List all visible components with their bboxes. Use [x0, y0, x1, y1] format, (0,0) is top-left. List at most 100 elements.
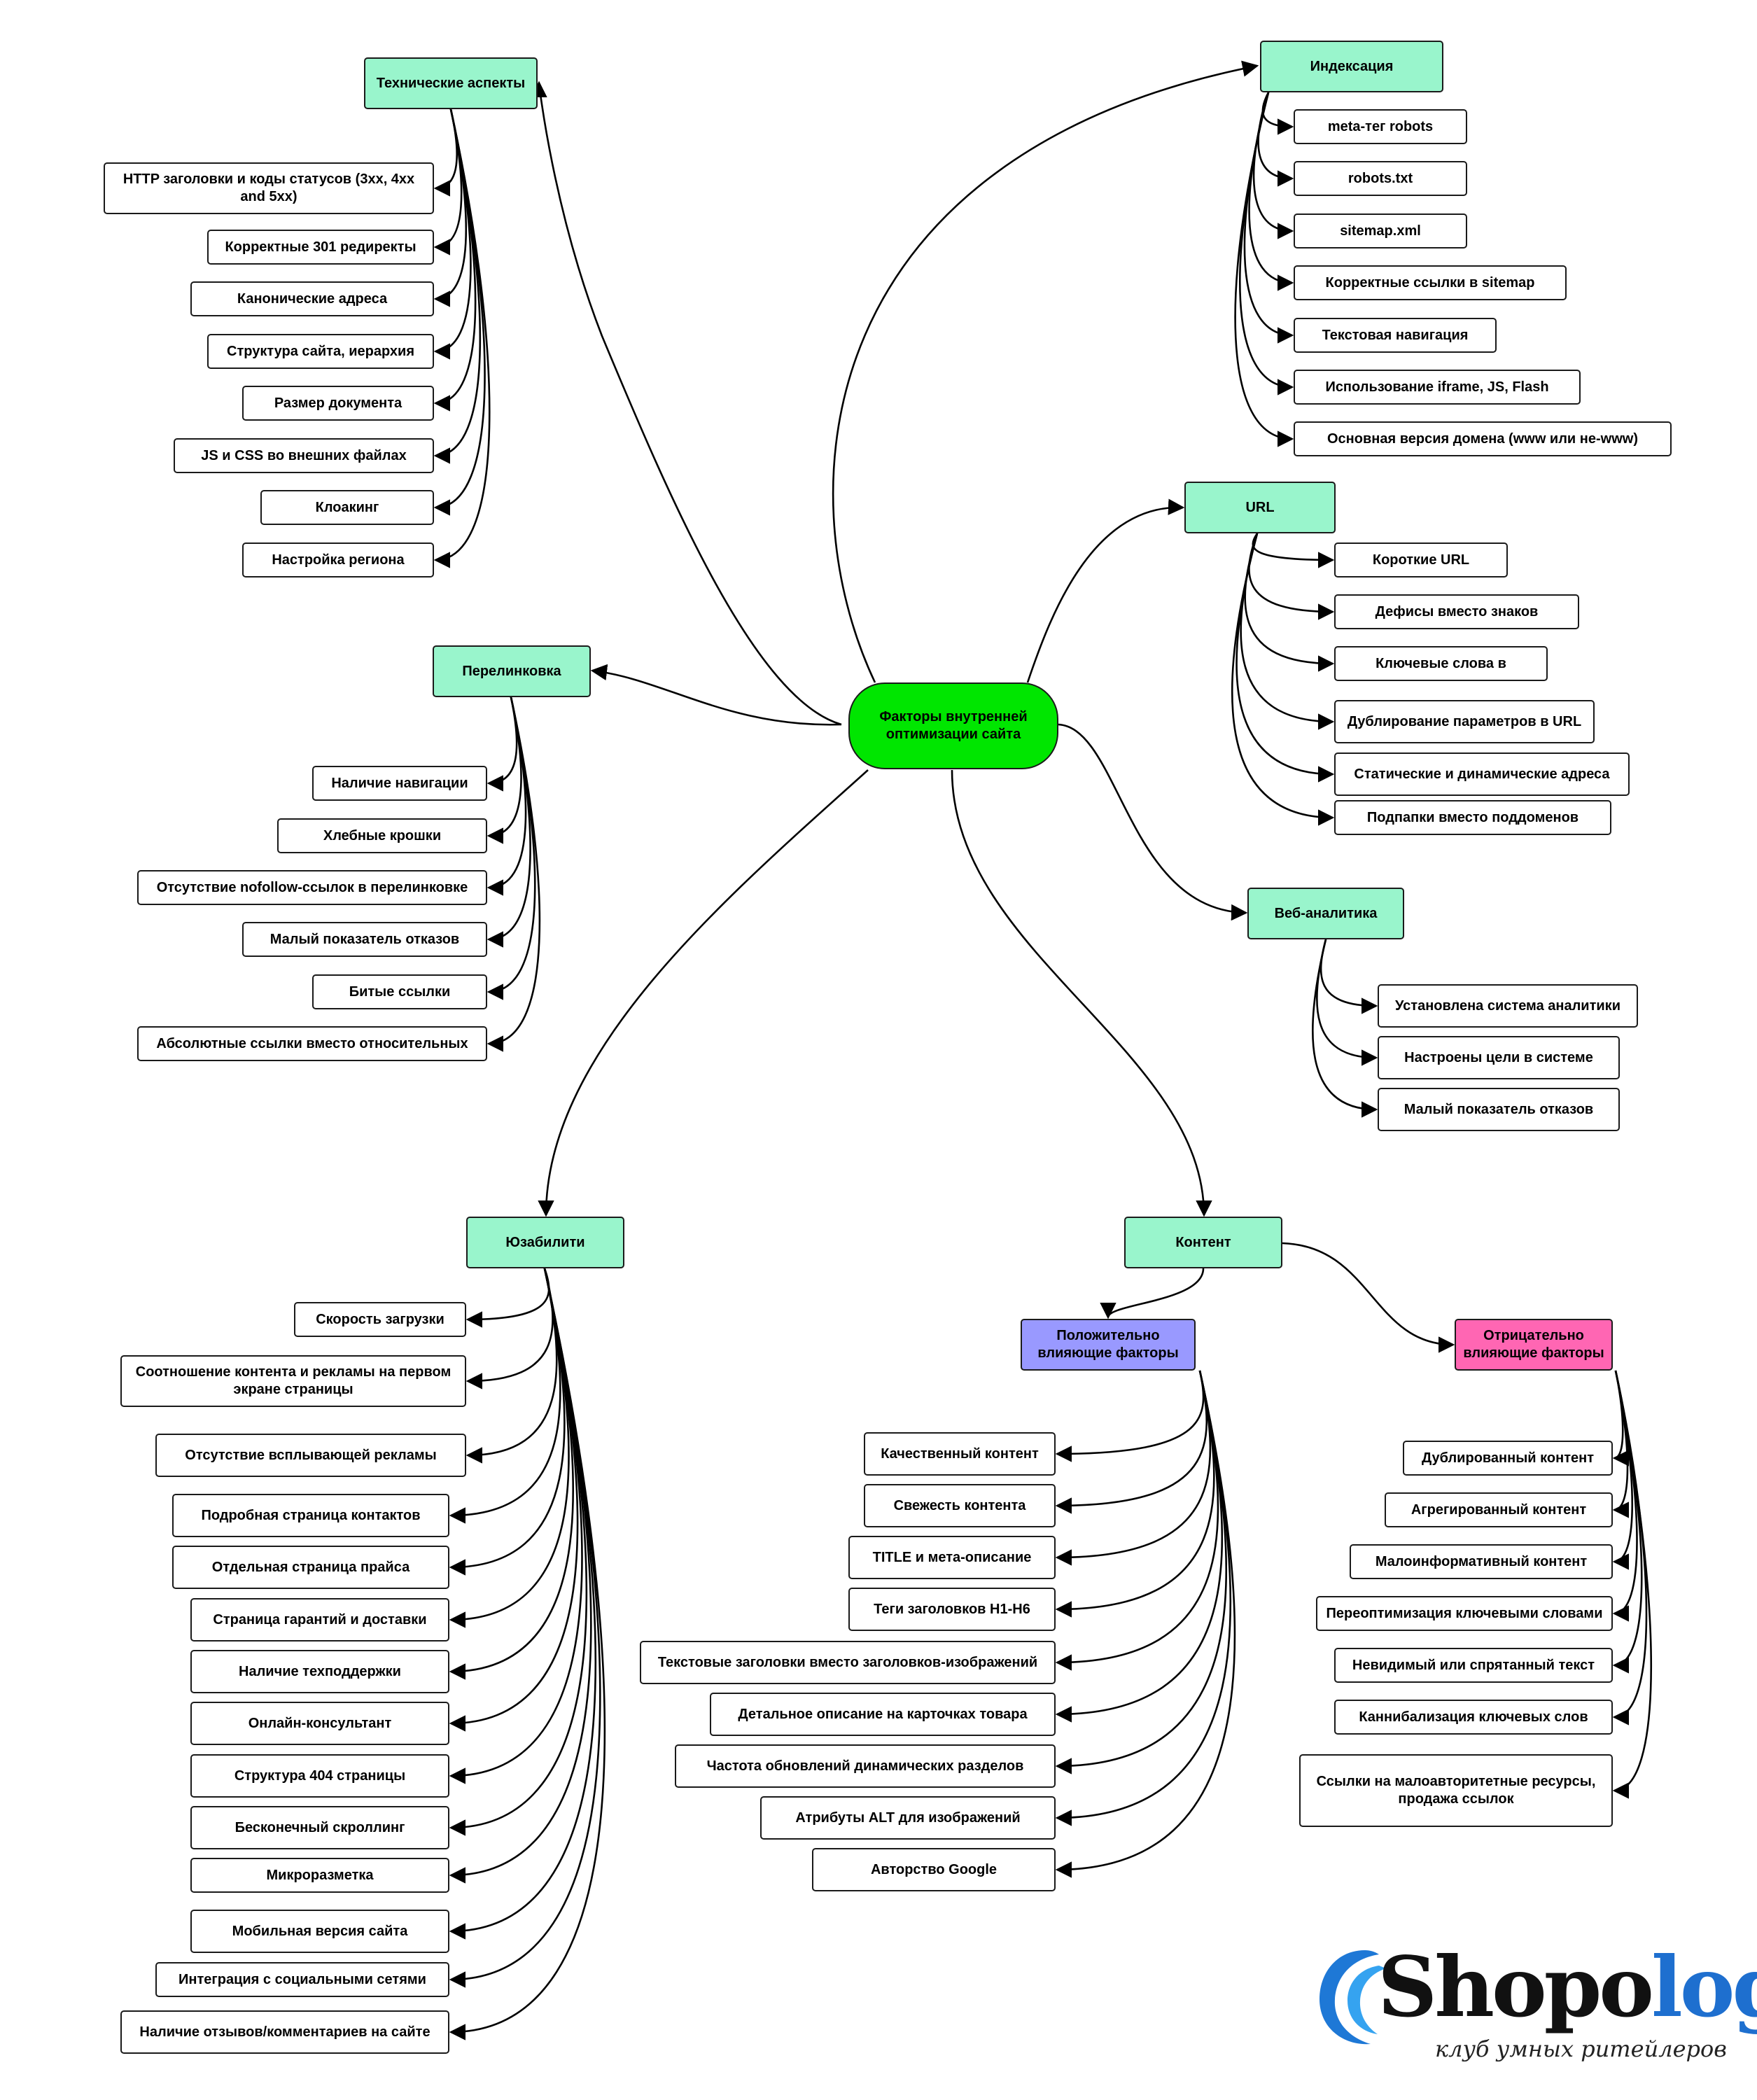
usability-item: Микроразметка	[190, 1858, 449, 1893]
connector-arrow	[1248, 533, 1335, 620]
positive-item: Качественный контент	[864, 1432, 1056, 1476]
linking-item: Малый показатель отказов	[242, 922, 487, 957]
linking-item: Хлебные крошки	[277, 818, 487, 853]
branch-positive: Положительно влияющие факторы	[1021, 1319, 1196, 1371]
negative-item: Дублированный контент	[1403, 1441, 1613, 1476]
technical-item: JS и CSS во внешних файлах	[174, 438, 434, 473]
connector-arrow	[1058, 723, 1248, 921]
connector-arrow	[433, 108, 491, 568]
negative-item: Ссылки на малоавторитетные ресурсы, прод…	[1299, 1754, 1613, 1827]
root-node: Факторы внутренней оптимизации сайта	[848, 682, 1058, 769]
linking-item: Битые ссылки	[312, 974, 487, 1009]
connector-arrow	[1055, 1370, 1212, 1566]
connector-arrow	[486, 696, 531, 948]
analytics-item: Малый показатель отказов	[1378, 1088, 1620, 1131]
usability-item: Соотношение контента и рекламы на первом…	[120, 1355, 466, 1407]
usability-item: Мобильная версия сайта	[190, 1910, 449, 1953]
branch-analytics: Веб-аналитика	[1247, 888, 1404, 939]
usability-item: Бесконечный скроллинг	[190, 1806, 449, 1849]
branch-technical: Технические аспекты	[364, 57, 538, 109]
url-item: Дублирование параметров в URL	[1334, 700, 1595, 743]
negative-item: Агрегированный контент	[1385, 1492, 1613, 1527]
connector-arrow	[1612, 1370, 1634, 1570]
connector-arrow	[1055, 1370, 1228, 1774]
connector-arrow	[1612, 1370, 1653, 1799]
url-item: Короткие URL	[1334, 542, 1508, 578]
logo-wordmark: Shopolog	[1378, 1938, 1757, 2036]
connector-arrow	[1236, 533, 1335, 783]
linking-item: Отсутствие nofollow-ссылок в перелинковк…	[137, 870, 487, 905]
usability-item: Скорость загрузки	[294, 1302, 466, 1337]
url-item: Статические и динамические адреса	[1334, 752, 1630, 796]
url-item: Подпапки вместо поддоменов	[1334, 800, 1611, 835]
indexing-item: Использование iframe, JS, Flash	[1294, 370, 1581, 405]
connector-arrow	[1320, 939, 1378, 1014]
positive-item: Детальное описание на карточках товара	[710, 1693, 1056, 1736]
connector-arrow	[1311, 939, 1378, 1118]
connector-arrow	[433, 108, 463, 255]
branch-indexing: Индексация	[1260, 41, 1443, 92]
connector-arrow	[1252, 92, 1294, 239]
usability-item: Интеграция с социальными сетями	[155, 1962, 449, 1997]
linking-item: Наличие навигации	[312, 766, 487, 801]
connector-arrow	[1238, 92, 1294, 396]
negative-item: Каннибализация ключевых слов	[1334, 1700, 1613, 1735]
technical-item: HTTP заголовки и коды статусов (3xx, 4xx…	[104, 162, 434, 214]
linking-item: Абсолютные ссылки вместо относительных	[137, 1026, 487, 1061]
connector-arrow	[1234, 92, 1294, 447]
technical-item: Клоакинг	[260, 490, 434, 525]
usability-item: Отдельная страница прайса	[172, 1546, 449, 1589]
logo-tagline: клуб умных ритейлеров	[1435, 2036, 1727, 2062]
positive-item: Авторство Google	[812, 1848, 1056, 1891]
usability-item: Структура 404 страницы	[190, 1754, 449, 1798]
connector-arrow	[486, 696, 536, 1000]
connector-arrow	[1100, 1268, 1205, 1320]
connector-arrow	[449, 1268, 566, 1576]
connector-arrow	[1240, 533, 1335, 730]
negative-item: Малоинформативный контент	[1350, 1544, 1613, 1579]
connector-arrow	[951, 769, 1212, 1217]
usability-item: Наличие техподдержки	[190, 1650, 449, 1693]
connector-arrow	[433, 108, 477, 412]
indexing-item: robots.txt	[1294, 161, 1467, 196]
connector-arrow	[1231, 533, 1335, 826]
connector-arrow	[1316, 939, 1378, 1066]
shopolog-logo: Shopolog клуб умных ритейлеров	[1316, 1931, 1757, 2071]
technical-item: Канонические адреса	[190, 281, 434, 316]
wave-logo-icon	[1320, 1950, 1386, 2045]
usability-item: Онлайн-консультант	[190, 1702, 449, 1745]
connector-arrow	[531, 80, 842, 726]
positive-item: Атрибуты ALT для изображений	[760, 1796, 1056, 1840]
branch-negative: Отрицательно влияющие факторы	[1455, 1319, 1613, 1371]
indexing-item: Текстовая навигация	[1294, 318, 1497, 353]
connector-arrow	[832, 60, 1259, 683]
connector-arrow	[538, 769, 869, 1217]
usability-item: Страница гарантий и доставки	[190, 1598, 449, 1642]
connector-arrow	[1055, 1370, 1224, 1723]
positive-item: Частота обновлений динамических разделов	[675, 1744, 1056, 1788]
positive-item: Текстовые заголовки вместо заголовков-из…	[640, 1641, 1056, 1684]
connector-arrow	[1055, 1370, 1208, 1514]
connector-arrow	[449, 1268, 592, 1884]
connector-arrow	[449, 1268, 561, 1524]
branch-content: Контент	[1124, 1217, 1282, 1268]
technical-item: Размер документа	[242, 386, 434, 421]
usability-item: Наличие отзывов/комментариев на сайте	[120, 2010, 449, 2054]
technical-item: Корректные 301 редиректы	[207, 230, 434, 265]
connector-arrow	[486, 696, 541, 1052]
connector-arrow	[465, 1268, 550, 1328]
technical-item: Структура сайта, иерархия	[207, 334, 434, 369]
indexing-item: Основная версия домена (www или не-www)	[1294, 421, 1672, 456]
usability-item: Подробная страница контактов	[172, 1494, 449, 1537]
connector-arrow	[1055, 1370, 1215, 1618]
indexing-item: meta-тег robots	[1294, 109, 1467, 144]
url-item: Дефисы вместо знаков	[1334, 594, 1579, 629]
indexing-item: Корректные ссылки в sitemap	[1294, 265, 1567, 300]
connector-arrow	[465, 1268, 558, 1464]
technical-item: Настройка региона	[242, 542, 434, 578]
positive-item: Теги заголовков H1-H6	[848, 1588, 1056, 1631]
positive-item: Свежесть контента	[864, 1484, 1056, 1527]
connector-arrow	[1282, 1242, 1455, 1353]
connector-arrow	[465, 1268, 554, 1390]
